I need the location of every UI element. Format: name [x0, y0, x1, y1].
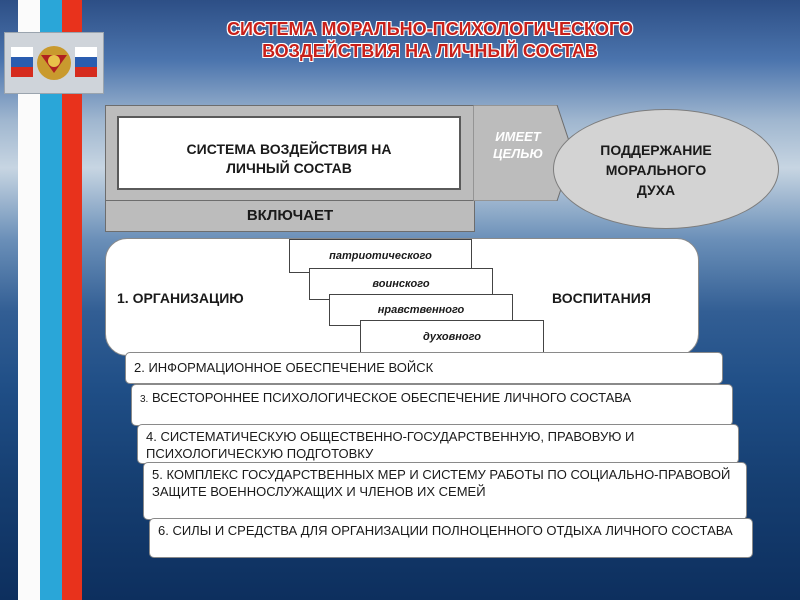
list-item-5: 5. КОМПЛЕКС ГОСУДАРСТВЕННЫХ МЕР И СИСТЕМ… [143, 462, 747, 520]
system-box-line2: ЛИЧНЫЙ СОСТАВ [226, 160, 352, 176]
upbringing-label: ВОСПИТАНИЯ [552, 290, 651, 306]
system-box: СИСТЕМА ВОЗДЕЙСТВИЯ НА ЛИЧНЫЙ СОСТАВ [117, 116, 461, 190]
emblem-logo [4, 32, 104, 94]
goal-line1: ПОДДЕРЖАНИЕ [600, 142, 712, 158]
list-item-3: 3. ВСЕСТОРОННЕЕ ПСИХОЛОГИЧЕСКОЕ ОБЕСПЕЧЕ… [131, 384, 733, 426]
list-item-2-text: 2. ИНФОРМАЦИОННОЕ ОБЕСПЕЧЕНИЕ ВОЙСК [134, 360, 434, 375]
list-item-4-text: 4. СИСТЕМАТИЧЕСКУЮ ОБЩЕСТВЕННО-ГОСУДАРСТ… [146, 429, 635, 461]
list-item-3-number: 3. [140, 394, 149, 405]
list-item-5-text: 5. КОМПЛЕКС ГОСУДАРСТВЕННЫХ МЕР И СИСТЕМ… [152, 467, 731, 499]
includes-label: ВКЛЮЧАЕТ [246, 207, 334, 224]
flag-stripe-red [62, 0, 82, 600]
upbringing-type-spiritual: духовного [360, 320, 544, 354]
page-title: СИСТЕМА МОРАЛЬНО-ПСИХОЛОГИЧЕСКОГО ВОЗДЕЙ… [226, 19, 634, 61]
flag-stripe-white [18, 0, 40, 600]
arrow-text-line1: ИМЕЕТ [495, 129, 541, 144]
flag-stripe-blue [40, 0, 62, 600]
upbringing-type-patriotic: патриотического [289, 239, 472, 273]
arrow-text-line2: ЦЕЛЬЮ [493, 146, 543, 161]
goal-line3: ДУХА [636, 182, 676, 198]
list-item-6: 6. СИЛЫ И СРЕДСТВА ДЛЯ ОРГАНИЗАЦИИ ПОЛНО… [149, 518, 753, 558]
list-item-4: 4. СИСТЕМАТИЧЕСКУЮ ОБЩЕСТВЕННО-ГОСУДАРСТ… [137, 424, 739, 464]
list-item-6-text: 6. СИЛЫ И СРЕДСТВА ДЛЯ ОРГАНИЗАЦИИ ПОЛНО… [158, 523, 733, 538]
system-box-line1: СИСТЕМА ВОЗДЕЙСТВИЯ НА [186, 141, 392, 157]
list-item-2: 2. ИНФОРМАЦИОННОЕ ОБЕСПЕЧЕНИЕ ВОЙСК [125, 352, 723, 384]
goal-ellipse [553, 109, 779, 229]
list-item-3-text: ВСЕСТОРОННЕЕ ПСИХОЛОГИЧЕСКОЕ ОБЕСПЕЧЕНИЕ… [151, 390, 632, 405]
organization-label: 1. ОРГАНИЗАЦИЮ [117, 290, 244, 306]
goal-line2: МОРАЛЬНОГО [605, 162, 707, 178]
includes-bar: ВКЛЮЧАЕТ [105, 200, 475, 232]
